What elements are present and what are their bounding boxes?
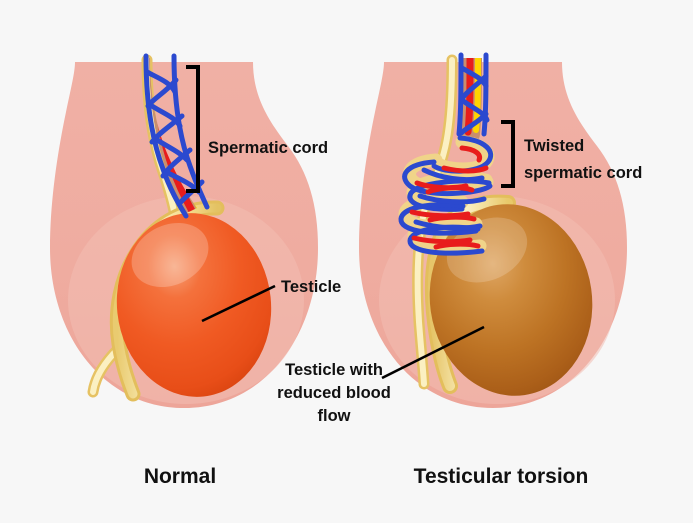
vein-cross-5 <box>151 135 190 163</box>
reduced-flow-leader-line <box>381 325 485 380</box>
panel-torsion: Twisted spermatic cord Testicle with red… <box>277 52 642 488</box>
reduced-flow-label-line2: reduced blood <box>277 384 391 402</box>
testicle-normal-specular <box>131 222 209 288</box>
vein-cross-1 <box>144 69 178 95</box>
caption-normal: Normal <box>144 465 216 488</box>
spermatic-cord-bracket <box>186 65 200 193</box>
twisted-spermatic-cord-label-line1: Twisted <box>524 137 584 155</box>
testicle-normal <box>116 213 272 397</box>
spermatic-cord-normal-veins <box>143 53 210 219</box>
caption-torsion: Testicular torsion <box>414 465 589 488</box>
twisted-cord-red-arteries <box>409 145 489 250</box>
panel-normal: Spermatic cord Testicle Normal <box>50 53 341 488</box>
vein-cross-3 <box>146 101 183 129</box>
twisted-cord-upper-veins <box>456 52 490 137</box>
testicle-leader-line <box>201 284 276 323</box>
vein-cross-6 <box>160 147 193 179</box>
reduced-flow-label-line1: Testicle with <box>285 361 383 379</box>
spermatic-cord-label: Spermatic cord <box>208 139 328 157</box>
twisted-spermatic-cord-bracket <box>501 120 515 188</box>
testicle-label: Testicle <box>281 278 341 296</box>
twisted-spermatic-cord-label-line2: spermatic cord <box>524 164 642 182</box>
reduced-flow-label-line3: flow <box>318 407 351 425</box>
